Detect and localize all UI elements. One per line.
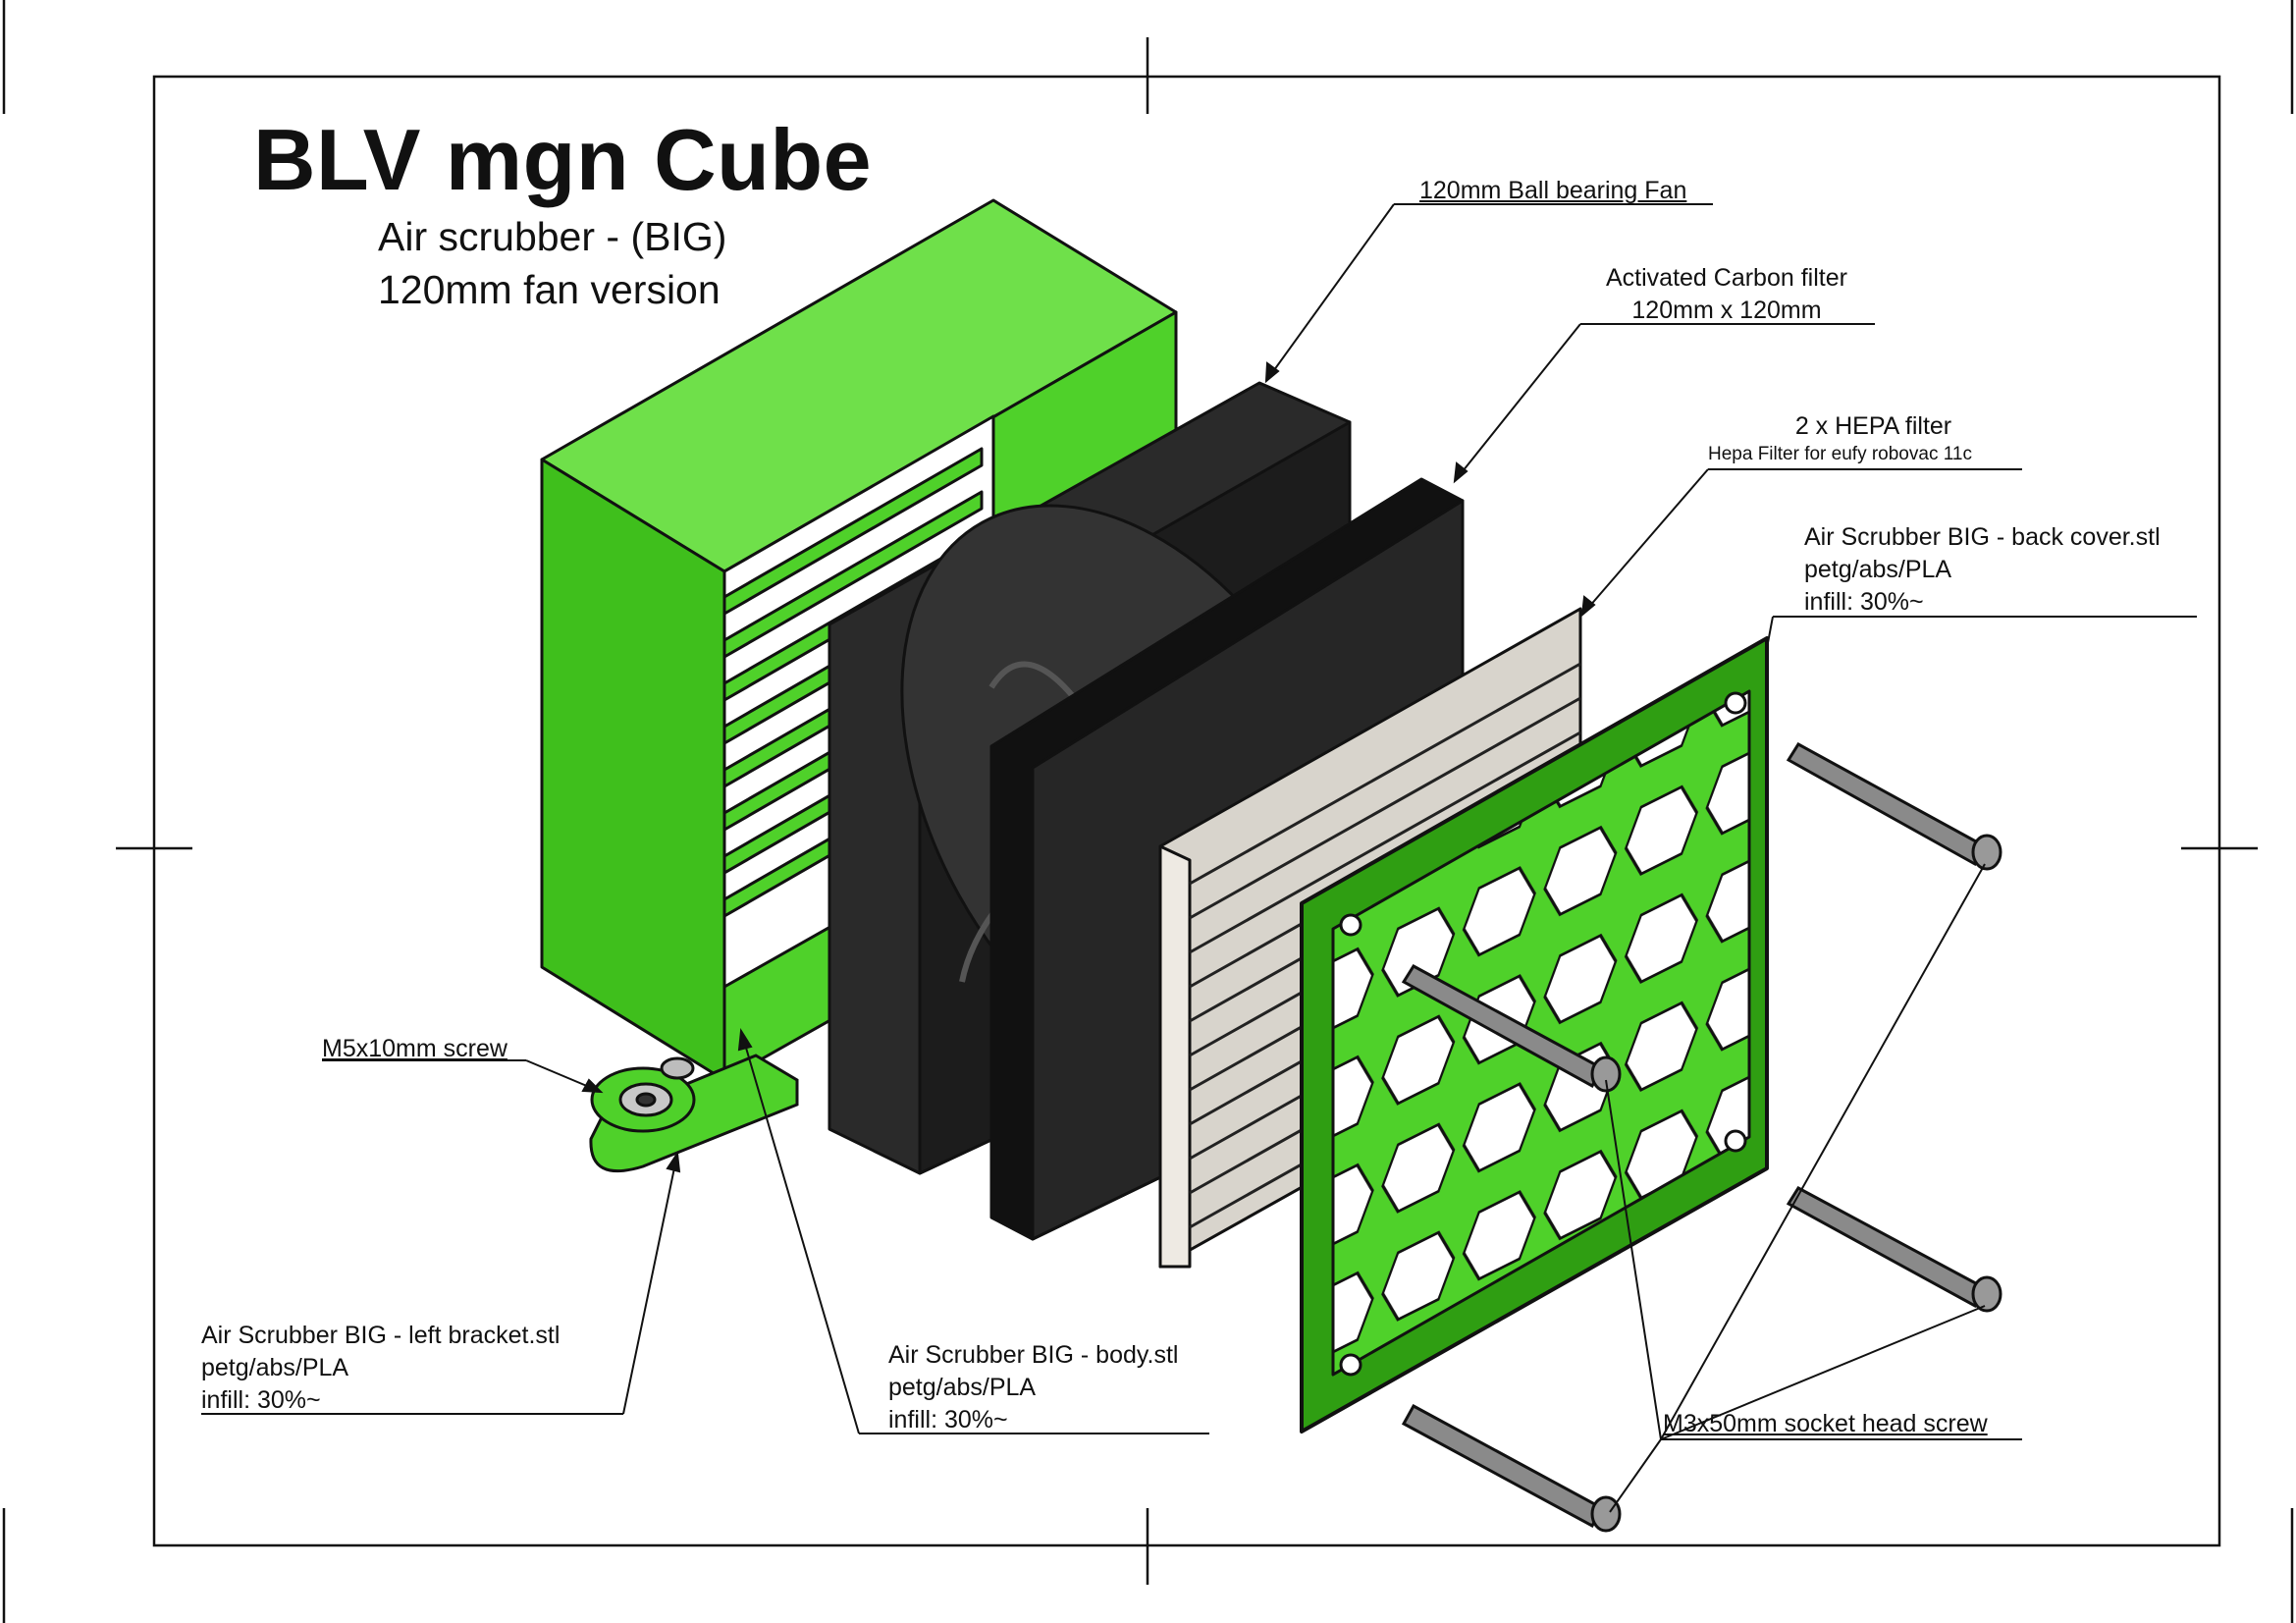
left-bracket-callout: Air Scrubber BIG - left bracket.stl petg… <box>201 1320 560 1417</box>
body-file: Air Scrubber BIG - body.stl <box>888 1341 1179 1369</box>
subtitle-line-1: Air scrubber - (BIG) <box>378 214 727 259</box>
hepa-filter-note: Hepa Filter for eufy robovac 11c <box>1708 444 1972 464</box>
m3-screw-4 <box>1401 964 1622 1093</box>
hepa-filter-callout: 2 x HEPA filter Hepa Filter for eufy rob… <box>1708 410 1972 466</box>
body-callout: Air Scrubber BIG - body.stl petg/abs/PLA… <box>888 1339 1178 1436</box>
body-material: petg/abs/PLA <box>888 1374 1037 1401</box>
m3-screw-2 <box>1786 1186 2002 1313</box>
left-bracket-part <box>589 1054 799 1173</box>
leader-lines <box>201 203 2197 1513</box>
carbon-filter-size: 120mm x 120mm <box>1631 297 1822 324</box>
back-cover-callout: Air Scrubber BIG - back cover.stl petg/a… <box>1804 521 2161 619</box>
m3-screw-callout: M3x50mm socket head screw <box>1663 1410 1988 1437</box>
back-cover-file: Air Scrubber BIG - back cover.stl <box>1804 523 2161 551</box>
m3-screws <box>1401 742 2002 1533</box>
m3-screw-3 <box>1401 1403 1622 1533</box>
drawing-title: BLV mgn Cube <box>253 111 873 208</box>
body-infill: infill: 30%~ <box>888 1406 1008 1434</box>
drawing-subtitle: Air scrubber - (BIG) 120mm fan version <box>378 210 726 316</box>
back-cover-material: petg/abs/PLA <box>1804 556 1952 583</box>
back-cover-infill: infill: 30%~ <box>1804 588 1924 616</box>
m5-screw-callout: M5x10mm screw <box>322 1035 507 1062</box>
left-bracket-material: petg/abs/PLA <box>201 1354 349 1381</box>
carbon-filter-name: Activated Carbon filter <box>1606 264 1847 292</box>
left-bracket-infill: infill: 30%~ <box>201 1386 321 1414</box>
m3-screw-1 <box>1786 742 2002 871</box>
hepa-filter-name: 2 x HEPA filter <box>1794 412 1952 440</box>
left-bracket-file: Air Scrubber BIG - left bracket.stl <box>201 1322 561 1349</box>
carbon-filter-callout: Activated Carbon filter 120mm x 120mm <box>1606 262 1847 327</box>
fan-callout: 120mm Ball bearing Fan <box>1419 177 1687 204</box>
subtitle-line-2: 120mm fan version <box>378 267 721 312</box>
back-cover-grille <box>1331 689 1751 1377</box>
